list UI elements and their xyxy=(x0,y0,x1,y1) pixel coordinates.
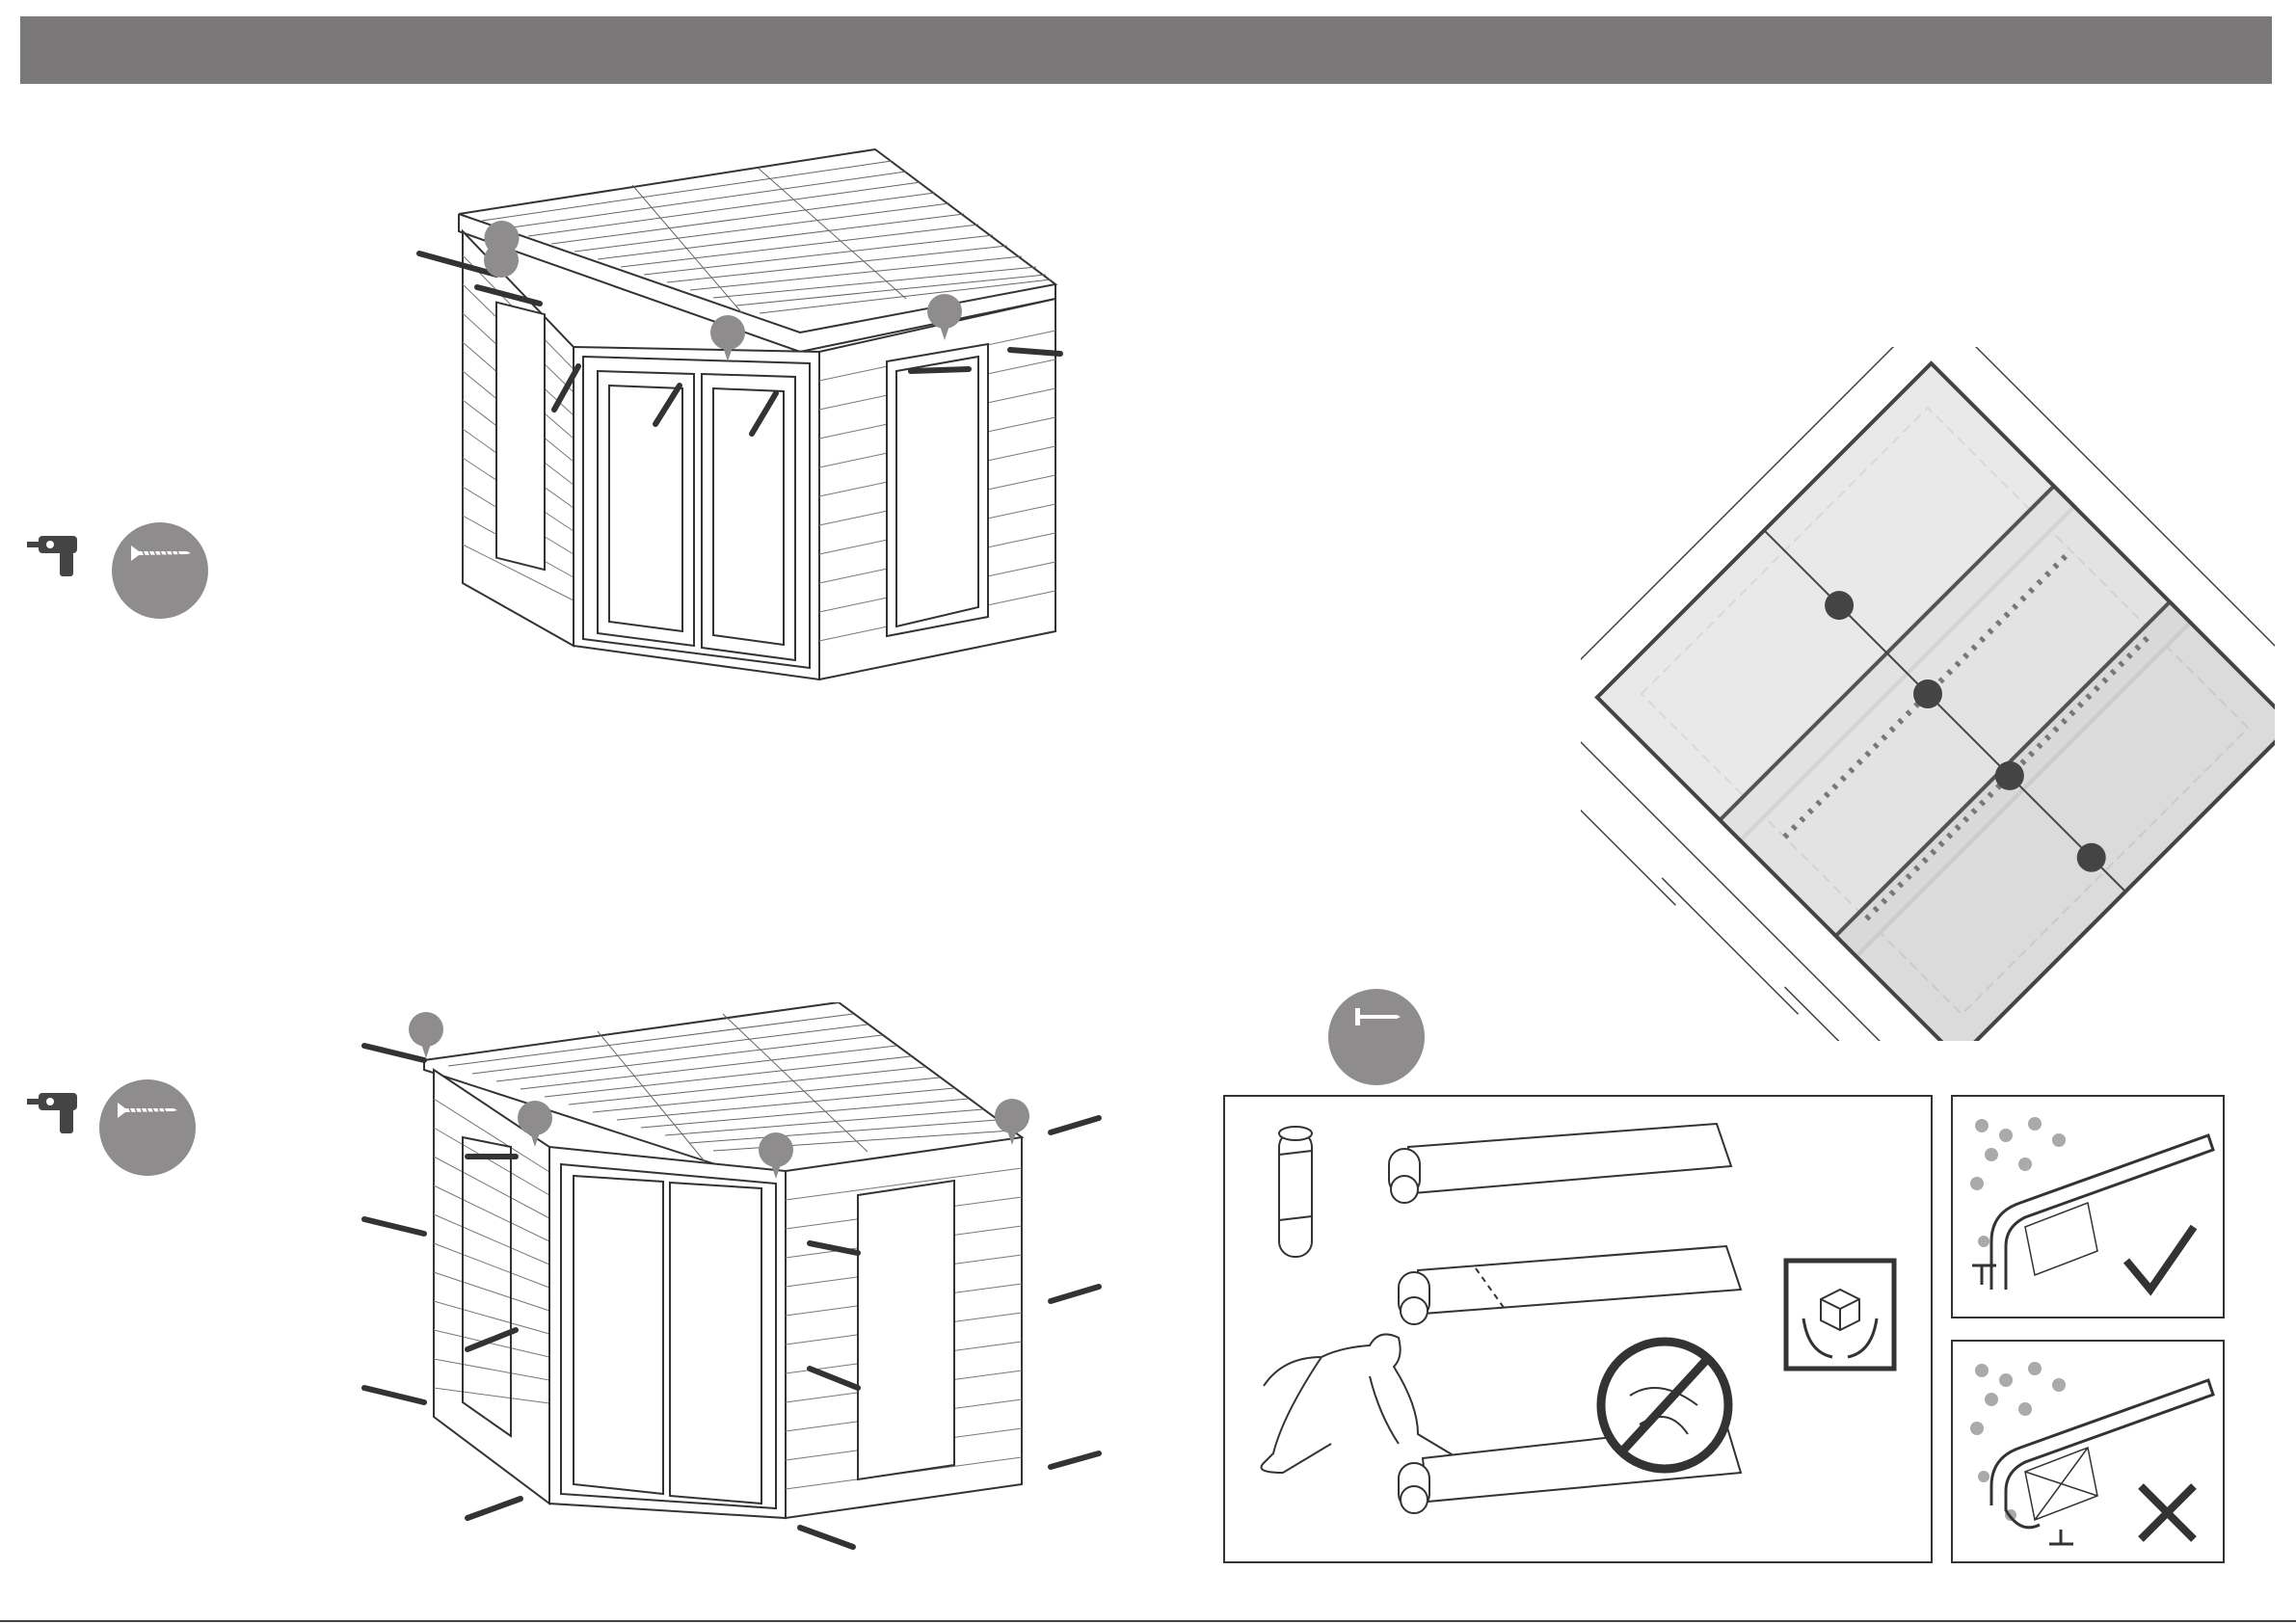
drill-icon xyxy=(25,1089,89,1137)
shed-figure-top xyxy=(405,140,1080,689)
screw-badge xyxy=(99,1079,196,1176)
screw-icon xyxy=(116,1101,179,1120)
nail-badge xyxy=(1328,989,1425,1085)
correct-illustration xyxy=(1953,1097,2223,1315)
screw-badge xyxy=(112,522,208,619)
check-icon xyxy=(2126,1227,2194,1290)
bottom-rule xyxy=(0,1620,2296,1622)
header-bar xyxy=(20,16,2272,84)
cross-icon xyxy=(2141,1486,2194,1539)
felt-handling-illustrations xyxy=(1225,1097,1929,1559)
nail-icon xyxy=(1353,1006,1402,1029)
shed-figure-bottom xyxy=(357,1002,1118,1581)
incorrect-illustration xyxy=(1953,1342,2223,1559)
drill-icon xyxy=(25,532,89,580)
roof-felt-layout-diagram xyxy=(1581,347,2275,1041)
screw-icon xyxy=(129,544,193,563)
